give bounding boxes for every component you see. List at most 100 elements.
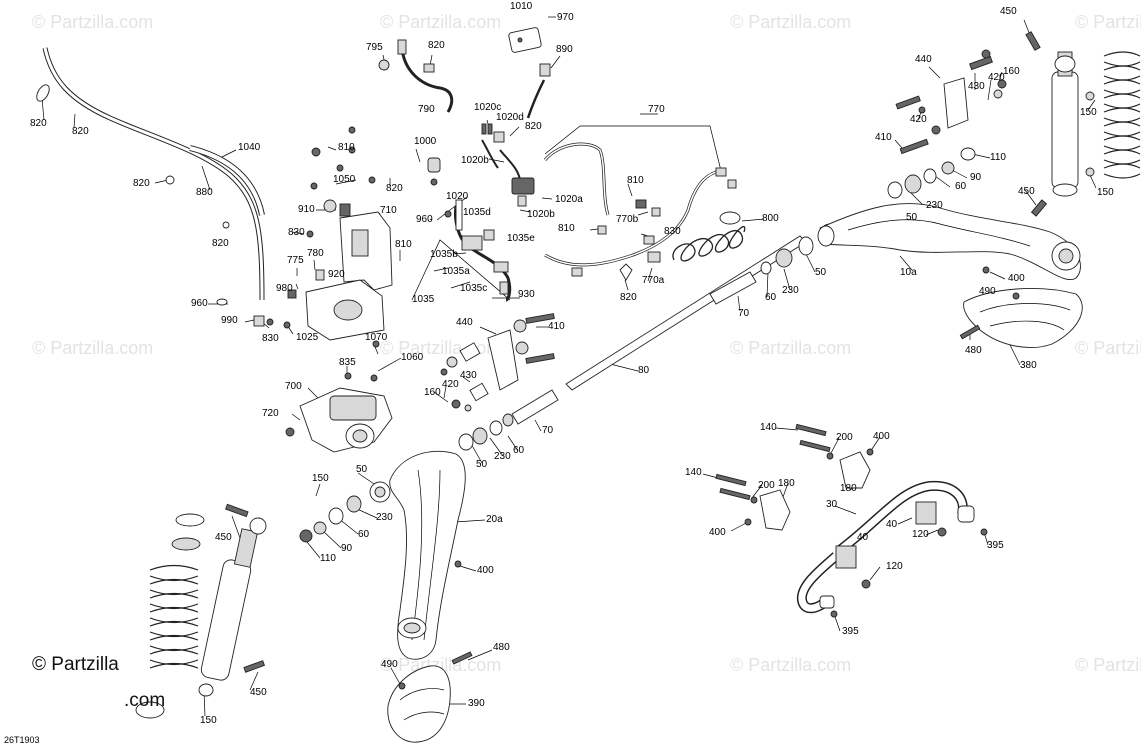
- part-label: 820: [72, 126, 89, 137]
- part-label: 180: [778, 478, 795, 489]
- part-label: 780: [307, 248, 324, 259]
- part-label: 720: [262, 408, 279, 419]
- part-label: 1035a: [442, 266, 470, 277]
- part-label: 50: [476, 459, 488, 470]
- part-label: 395: [842, 626, 859, 637]
- part-label: 150: [1080, 107, 1097, 118]
- copyright-text: © Partzilla: [32, 654, 119, 675]
- watermark: © Partzilla.com: [730, 655, 852, 675]
- part-label: 150: [312, 473, 329, 484]
- part-label: 770: [648, 104, 665, 115]
- part-label: 230: [782, 285, 799, 296]
- part-label: 230: [376, 512, 393, 523]
- part-label: 770a: [642, 275, 665, 286]
- watermark: © Partzilla.com: [380, 12, 502, 32]
- part-label: 820: [620, 292, 637, 303]
- watermark: © Partzilla.com: [1075, 338, 1141, 358]
- part-label: 400: [1008, 273, 1025, 284]
- watermark: © Partzilla.com: [32, 338, 154, 358]
- part-label: 430: [968, 81, 985, 92]
- watermark: © Partzilla.com: [32, 12, 154, 32]
- part-label: 910: [298, 204, 315, 215]
- part-label: 390: [468, 698, 485, 709]
- part-label: 960: [191, 298, 208, 309]
- part-label: 420: [988, 72, 1005, 83]
- part-label: 1035d: [463, 207, 491, 218]
- watermark: © Partzilla.com: [1075, 655, 1141, 675]
- part-label: 1025: [296, 332, 319, 343]
- bracket-assembly: [36, 84, 393, 341]
- bracket-440-right: [895, 49, 1007, 155]
- part-label: 30: [826, 499, 838, 510]
- part-label: 90: [341, 543, 353, 554]
- part-label: 150: [1097, 187, 1114, 198]
- part-label: 820: [212, 238, 229, 249]
- part-label: 770b: [616, 214, 639, 225]
- part-label: 810: [395, 239, 412, 250]
- part-label: 400: [873, 431, 890, 442]
- part-label: 480: [965, 345, 982, 356]
- part-label: 1040: [238, 142, 261, 153]
- part-label: 140: [685, 467, 702, 478]
- drawing-id: 26T1903: [4, 735, 40, 745]
- part-label: 440: [915, 54, 932, 65]
- part-label: 230: [494, 451, 511, 462]
- watermark: © Partzilla.com: [730, 12, 852, 32]
- part-label: 395: [987, 540, 1004, 551]
- part-label: 970: [557, 12, 574, 23]
- part-label: 90: [970, 172, 982, 183]
- part-label: 110: [990, 152, 1006, 163]
- part-label: 980: [276, 283, 293, 294]
- arm-20a: [389, 450, 466, 660]
- part-label: 800: [762, 213, 779, 224]
- part-label: 1000: [414, 136, 437, 147]
- part-label: 830: [262, 333, 279, 344]
- part-label: 200: [836, 432, 853, 443]
- part-label: 835: [339, 357, 356, 368]
- part-label: 1050: [333, 174, 356, 185]
- part-label: 380: [1020, 360, 1037, 371]
- part-label: 710: [380, 205, 397, 216]
- part-label: 120: [912, 529, 929, 540]
- part-label: 480: [493, 642, 510, 653]
- part-label: 60: [513, 445, 525, 456]
- part-label: 810: [558, 223, 575, 234]
- part-label: 40: [886, 519, 898, 530]
- part-label: 70: [542, 425, 554, 436]
- part-label: 10a: [900, 267, 917, 278]
- part-label: 810: [627, 175, 644, 186]
- part-label: 110: [320, 553, 336, 564]
- part-label: 410: [875, 132, 892, 143]
- part-label: 20a: [486, 514, 503, 525]
- part-label: 1035: [412, 294, 435, 305]
- shock-left: [135, 503, 267, 719]
- part-label: 830: [288, 227, 305, 238]
- part-label: 1020b: [461, 155, 489, 166]
- part-label: 150: [200, 715, 217, 726]
- part-label: 140: [760, 422, 777, 433]
- part-label: 60: [955, 181, 967, 192]
- part-label: 450: [215, 532, 232, 543]
- part-label: 1070: [365, 332, 388, 343]
- part-label: 990: [221, 315, 238, 326]
- part-label: 60: [358, 529, 370, 540]
- part-label: 1020d: [496, 112, 524, 123]
- part-label: 200: [758, 480, 775, 491]
- part-label: 810: [338, 142, 355, 153]
- watermark: © Partzilla.com: [380, 655, 502, 675]
- part-label: 450: [1000, 6, 1017, 17]
- part-label: 820: [428, 40, 445, 51]
- part-label: 70: [738, 308, 750, 319]
- part-label: 440: [456, 317, 473, 328]
- part-label: 160: [424, 387, 441, 398]
- guard-380: [959, 288, 1083, 348]
- part-label: 880: [196, 187, 213, 198]
- part-label: 120: [886, 561, 903, 572]
- part-label: 160: [1003, 66, 1020, 77]
- part-label: 930: [518, 289, 535, 300]
- part-label: 1060: [401, 352, 424, 363]
- part-label: 490: [979, 286, 996, 297]
- spring-800: [672, 211, 746, 262]
